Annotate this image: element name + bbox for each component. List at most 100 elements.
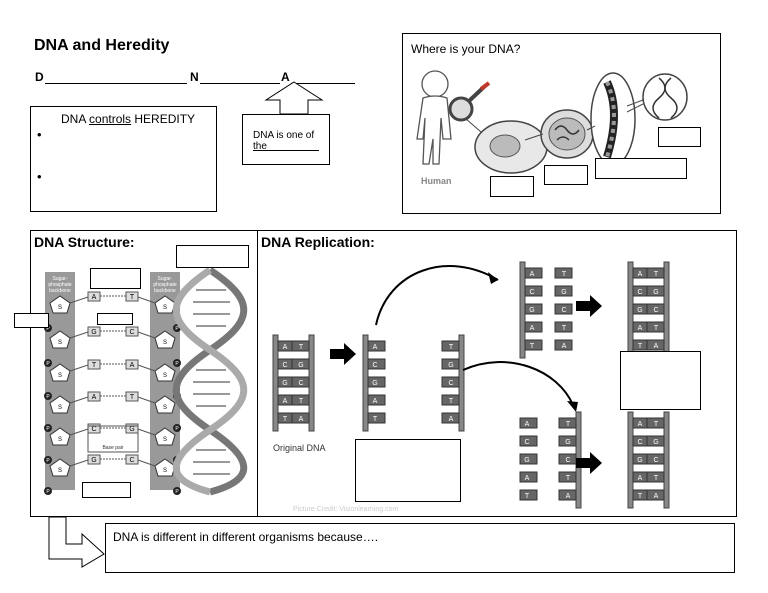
nucleotide-letter: G [529, 307, 534, 314]
nucleotide-letter: A [283, 344, 288, 351]
nucleotide-letter: A [373, 344, 378, 351]
nucleotide-right [441, 340, 460, 352]
sugar-left [49, 395, 71, 414]
backbone-label-right-2: phosphate [153, 282, 177, 288]
nucleotide-right [646, 489, 665, 501]
nucleotide-letter: T [654, 271, 659, 278]
human-label: Human [421, 176, 452, 186]
base-letter-right: T [130, 294, 135, 301]
where-answer-box-cell[interactable] [490, 176, 534, 197]
page-title: DNA and Heredity [34, 37, 170, 54]
blank-n[interactable] [200, 83, 280, 84]
nucleotide-letter: T [530, 343, 535, 350]
different-organisms-box: DNA is different in different organisms … [105, 523, 735, 573]
sugar-label: S [163, 437, 167, 443]
phosphate-left [44, 487, 52, 495]
nucleotide-right [291, 412, 310, 424]
nucleotide-letter: G [637, 457, 642, 464]
ladder-rail [627, 411, 634, 509]
nucleotide-letter: T [525, 493, 530, 500]
base-letter-left: G [91, 457, 96, 464]
human-figure-icon [416, 70, 452, 165]
backbone-label-left-2: phosphate [48, 282, 72, 288]
nucleotide-letter: G [561, 289, 566, 296]
phosphate-right [173, 487, 181, 495]
base-letter-right: C [129, 457, 134, 464]
sugar-label: S [163, 405, 167, 411]
ladder-rail [362, 334, 369, 432]
letter-d: D [35, 70, 44, 84]
nucleotide-letter: T [654, 325, 659, 332]
structure-answer-box-phosphate[interactable] [82, 482, 131, 498]
nucleotide-letter: T [449, 398, 454, 405]
nucleotide-right [646, 471, 665, 483]
bullet-2: • [37, 169, 42, 184]
phosphate-label: P [175, 489, 179, 495]
bullet-1: • [37, 127, 42, 142]
where-answer-box-nucleus[interactable] [544, 165, 588, 185]
sugar-label: S [163, 305, 167, 311]
sugar-label: S [163, 373, 167, 379]
base-letter-left: G [91, 329, 96, 336]
up-arrow-icon [264, 81, 324, 115]
nucleotide-right [558, 435, 577, 447]
nucleotide-letter: A [530, 325, 535, 332]
bond-line [69, 296, 89, 304]
nucleotide-letter: T [299, 344, 304, 351]
replication-answer-box-bottom[interactable] [355, 439, 461, 502]
nucleotide-left [524, 321, 543, 333]
sugar-right [154, 363, 176, 382]
curved-arrow-up-head-icon [488, 272, 498, 284]
dna-helix-icon [642, 73, 688, 121]
sugar-right [154, 295, 176, 314]
nucleus-icon [540, 109, 594, 159]
controls-heredity-box: DNA controls HEREDITY • • [30, 106, 217, 212]
nucleotide-left [519, 417, 538, 429]
structure-answer-box-helix[interactable] [176, 245, 249, 268]
curved-arrow-up-icon [375, 265, 499, 326]
nucleotide-left [524, 339, 543, 351]
structure-answer-box-backbone[interactable] [90, 268, 141, 289]
nucleotide-right [646, 453, 665, 465]
curved-arrow-down-icon [462, 361, 574, 406]
ladder-rail [308, 334, 315, 432]
where-answer-box-chromosome[interactable] [595, 158, 687, 179]
base-pair-label: Base pair [102, 445, 123, 451]
base-letter-left: A [92, 394, 97, 401]
dna-one-of-blank[interactable] [253, 150, 319, 151]
nucleotide-letter: G [653, 289, 658, 296]
structure-answer-box-base[interactable] [97, 313, 133, 325]
where-title: Where is your DNA? [411, 42, 521, 56]
controls-word: controls [89, 112, 132, 126]
bond-line [69, 364, 89, 372]
structure-answer-box-sugar[interactable] [14, 313, 49, 328]
where-answer-box-dna[interactable] [658, 127, 701, 147]
nucleotide-letter: T [638, 343, 643, 350]
nucleotide-letter: A [562, 343, 567, 350]
replication-answer-box-right[interactable] [620, 351, 701, 410]
base-letter-right: C [129, 329, 134, 336]
nucleotide-left [367, 412, 386, 424]
blank-a[interactable] [291, 83, 355, 84]
nucleotide-right [441, 394, 460, 406]
sugar-label: S [58, 340, 62, 346]
nucleotide-left [524, 267, 543, 279]
blank-d[interactable] [45, 83, 187, 84]
nucleotide-letter: A [638, 475, 643, 482]
nucleotide-letter: T [562, 325, 567, 332]
nucleotide-letter: C [524, 439, 529, 446]
phosphate-right [173, 359, 181, 367]
nucleotide-left [519, 435, 538, 447]
backbone-label-right-3: backbone [154, 288, 176, 294]
phosphate-label: P [46, 326, 50, 332]
picture-credit: Picture Credit: Visionlearning.com [293, 506, 398, 513]
nucleotide-letter: A [566, 493, 571, 500]
double-helix-icon [172, 267, 248, 496]
sugar-left [49, 330, 71, 349]
nucleotide-letter: T [566, 421, 571, 428]
backbone-label-left-3: backbone [49, 288, 71, 294]
base-letter-right: A [130, 362, 135, 369]
